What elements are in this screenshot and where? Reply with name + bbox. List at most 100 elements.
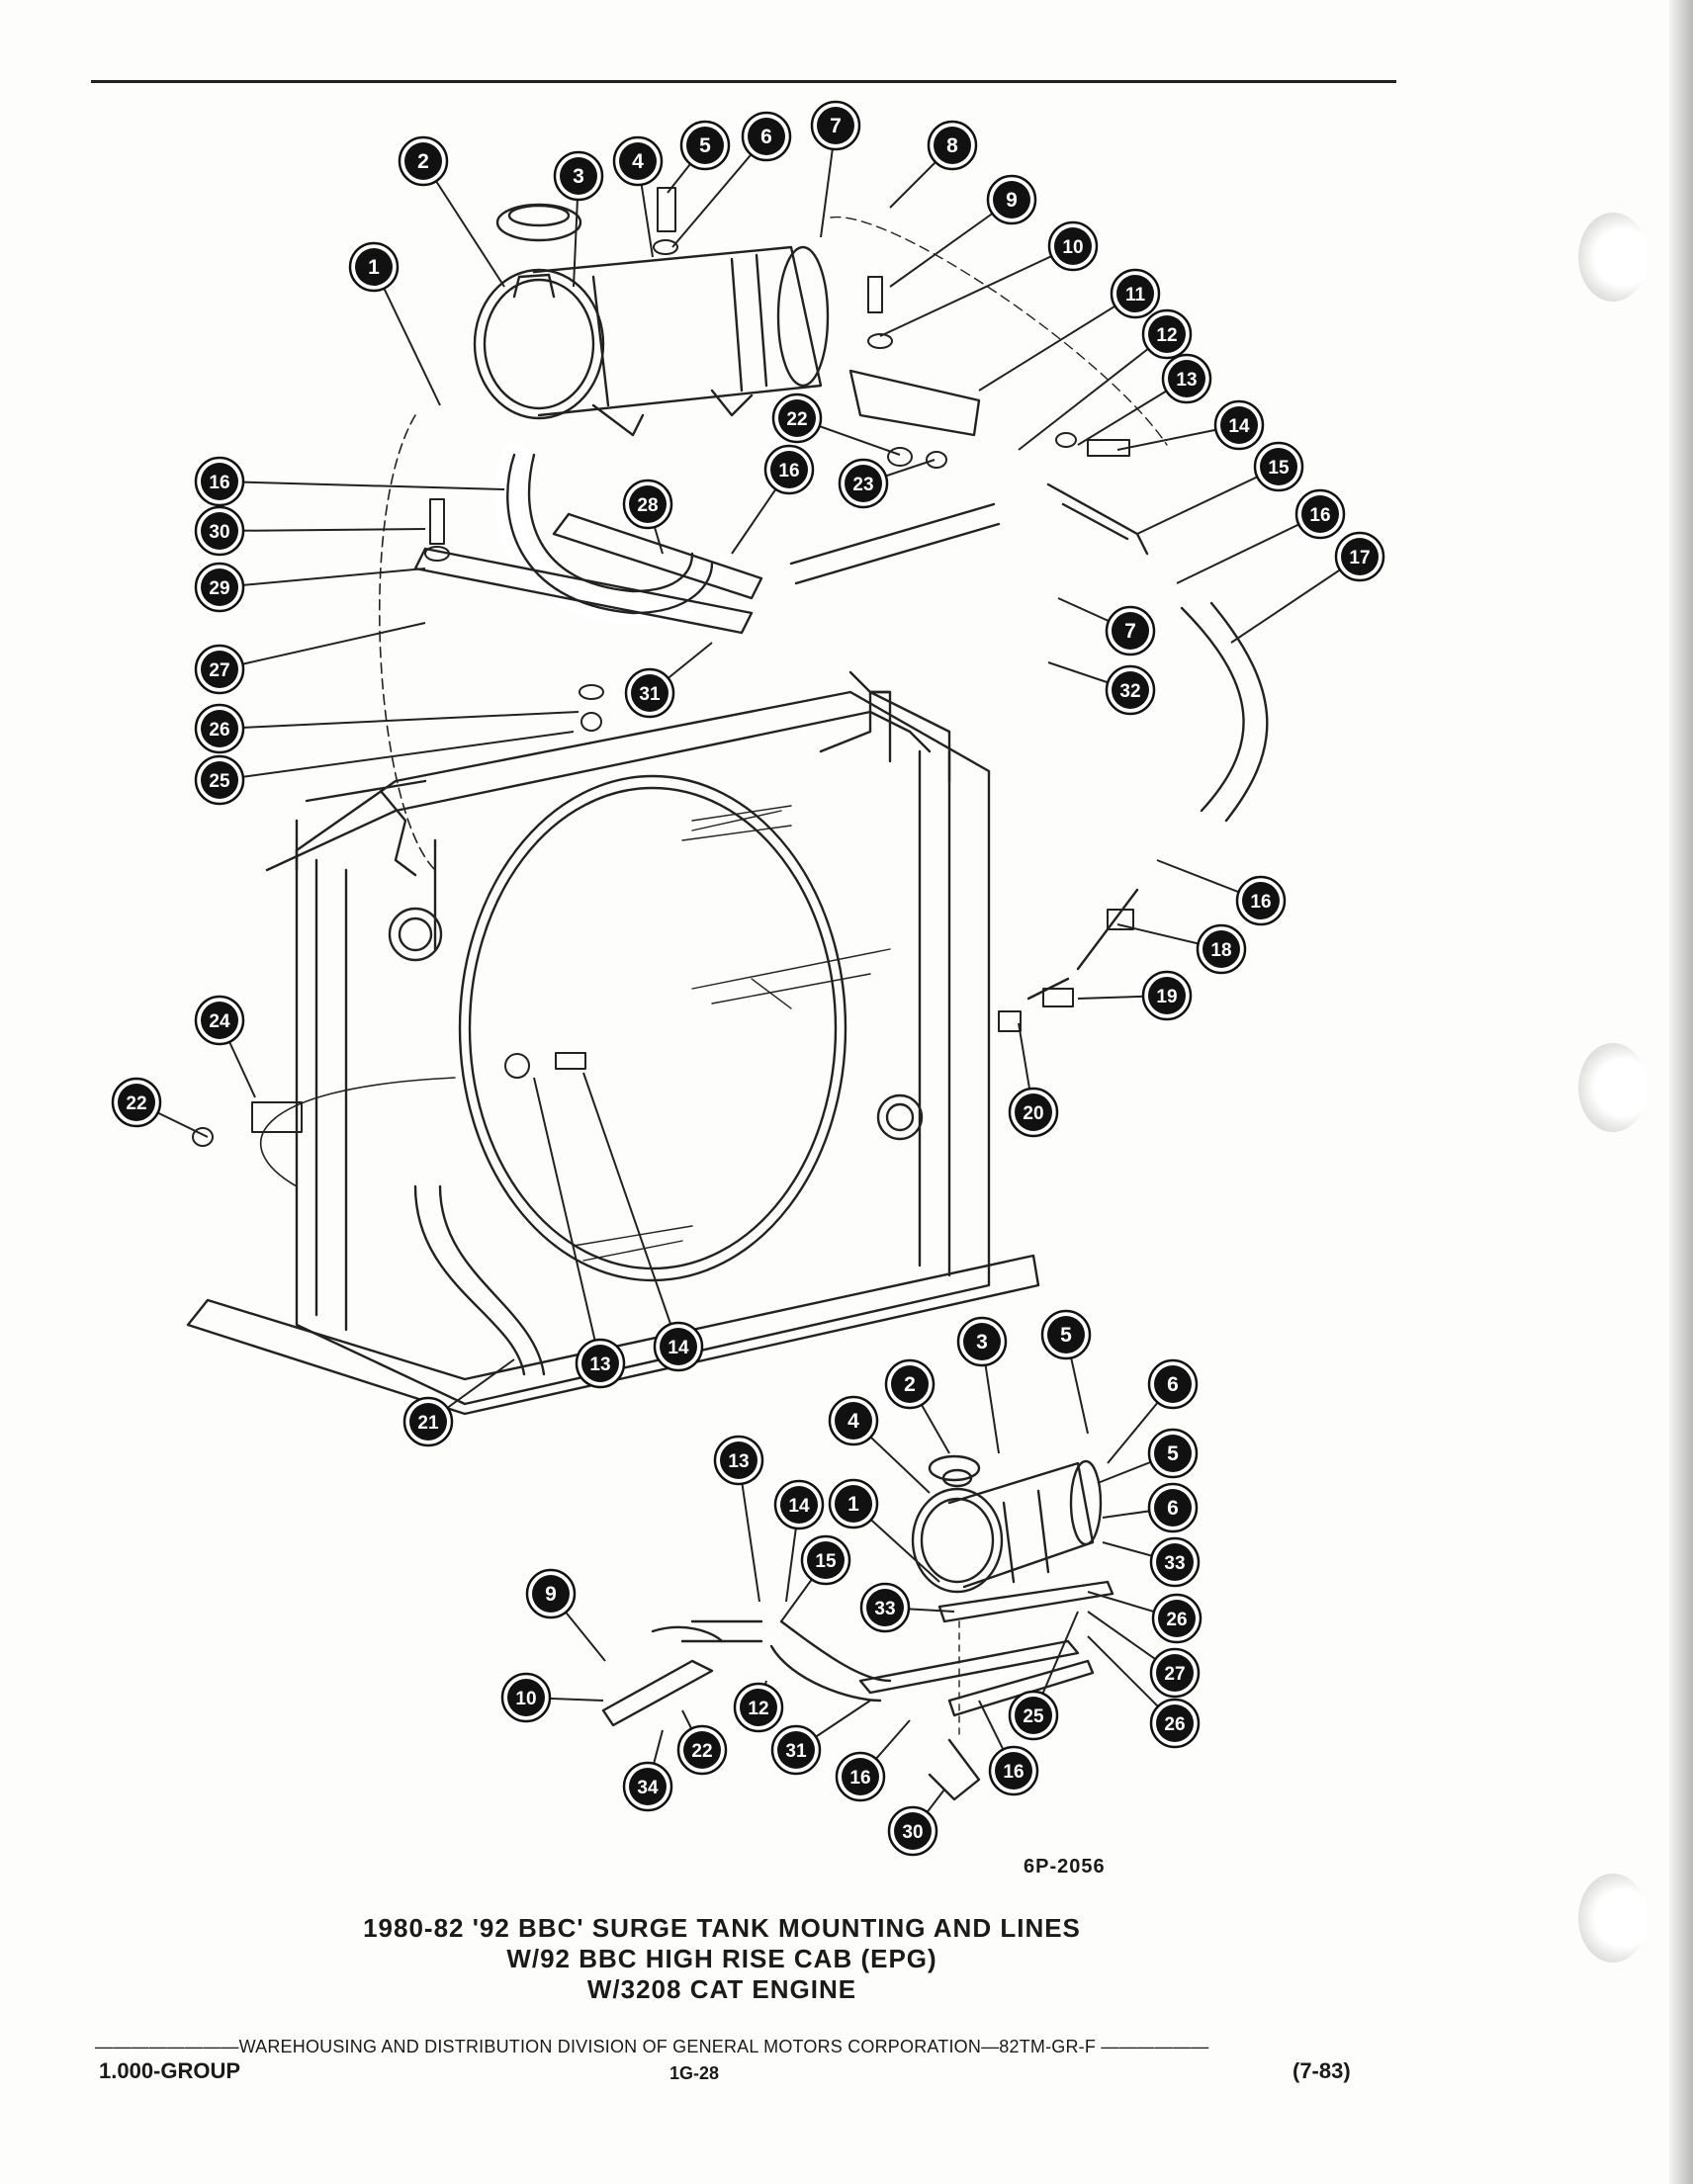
callout-number: 26 [1164,1714,1185,1735]
callout-29: 29 [194,562,245,613]
callout-number: 27 [209,660,229,681]
callout-9: 9 [986,174,1037,225]
callout-16: 16 [1235,875,1287,926]
callout-14: 14 [1213,399,1265,451]
callout-number: 17 [1349,548,1370,568]
callout-number: 10 [1062,237,1083,258]
callout-14: 14 [653,1321,704,1372]
callout-17: 17 [1334,531,1385,582]
callout-16: 16 [988,1745,1039,1796]
callout-20: 20 [1008,1087,1059,1138]
callout-13: 13 [575,1338,626,1389]
callout-number: 11 [1125,285,1146,306]
caption-line-2: W/92 BBC HIGH RISE CAB (EPG) [506,1944,937,1973]
callout-number: 31 [639,684,661,705]
callout-number: 12 [1156,325,1177,346]
footer-group: 1.000-GROUP [99,2058,241,2083]
callout-number: 32 [1119,681,1140,702]
callout-number: 3 [573,165,584,188]
callout-number: 26 [1166,1610,1187,1630]
callout-number: 33 [1164,1553,1185,1574]
callout-number: 15 [815,1551,837,1572]
callout-12: 12 [733,1682,784,1733]
callout-27: 27 [1149,1647,1201,1699]
callout-1: 1 [348,241,400,293]
callout-7: 7 [1105,605,1156,656]
callout-25: 25 [1008,1690,1059,1741]
callout-number: 4 [632,150,644,173]
leader-line [1176,513,1321,584]
callout-11: 11 [1110,268,1161,319]
callout-4: 4 [828,1395,879,1446]
binder-hole-icon [1578,1874,1648,1963]
callout-number: 26 [209,720,229,741]
figure-id: 6P-2056 [1024,1856,1106,1878]
callout-number: 1 [368,256,380,279]
callout-number: 16 [1003,1762,1024,1783]
callout-number: 9 [1006,189,1018,212]
callout-number: 14 [668,1338,689,1358]
surge-tank-drawing [473,203,830,437]
callout-number: 22 [786,409,807,430]
footer-publisher-text: WAREHOUSING AND DISTRIBUTION DIVISION OF… [238,2037,1097,2056]
callout-26: 26 [1149,1698,1201,1749]
callout-number: 25 [1023,1706,1044,1727]
leader-line [219,711,579,730]
callout-32: 32 [1105,664,1156,716]
callout-number: 1 [847,1493,859,1516]
leader-line [219,731,575,781]
caption-line-1: 1980-82 '92 BBC' SURGE TANK MOUNTING AND… [363,1913,1081,1943]
callout-number: 2 [417,150,429,173]
callout-number: 20 [1023,1103,1043,1124]
callout-26: 26 [194,703,245,754]
callout-13: 13 [713,1435,764,1486]
callout-5: 5 [679,120,731,171]
callout-15: 15 [1253,441,1304,492]
callout-28: 28 [622,479,673,530]
callout-6: 6 [1147,1482,1199,1533]
callout-number: 6 [760,126,772,148]
callout-5: 5 [1147,1428,1199,1479]
leader-line [879,245,1074,337]
callout-16: 16 [763,444,815,495]
callout-number: 28 [637,495,658,516]
callout-number: 33 [874,1599,895,1619]
leader-line [582,1072,679,1348]
callout-number: 31 [785,1741,807,1762]
callout-number: 3 [976,1331,988,1354]
callout-number: 13 [728,1451,749,1472]
callout-number: 24 [209,1011,230,1032]
leader-line [978,293,1136,392]
callout-number: 16 [849,1768,870,1789]
callout-33: 33 [859,1582,911,1633]
callout-number: 15 [1268,458,1290,479]
callout-34: 34 [622,1761,673,1812]
callout-number: 30 [209,522,229,543]
callout-number: 14 [788,1496,810,1517]
callout-5: 5 [1040,1309,1092,1360]
leader-line [1136,466,1280,535]
callout-number: 21 [417,1413,439,1434]
callout-number: 16 [1250,892,1271,913]
callout-31: 31 [624,667,675,719]
footer-dash-right: —————— [1096,2037,1209,2056]
callout-number: 27 [1164,1664,1185,1685]
binder-hole-icon [1578,213,1648,302]
callout-23: 23 [838,458,889,509]
callout-number: 16 [1309,505,1330,526]
callout-number: 18 [1210,940,1231,961]
callout-22: 22 [111,1077,162,1128]
callout-33: 33 [1149,1536,1201,1588]
callout-number: 7 [1124,620,1136,643]
callout-10: 10 [500,1672,552,1723]
radiator-drawing [186,690,1040,1416]
callout-27: 27 [194,644,245,695]
callout-22: 22 [771,393,823,444]
leader-line [373,266,441,406]
callout-10: 10 [1047,220,1099,272]
leader-line [219,622,426,670]
callout-24: 24 [194,995,245,1046]
binder-hole-icon [1578,1043,1648,1132]
callout-6: 6 [741,111,792,162]
callout-16: 16 [1294,488,1346,540]
